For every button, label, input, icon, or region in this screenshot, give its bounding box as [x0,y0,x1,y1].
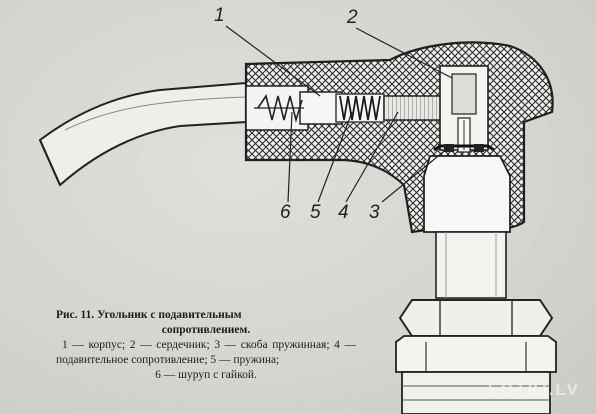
ignition-cable [38,81,247,187]
callout-1: 1 [214,5,225,26]
suppression-resistor [383,95,445,121]
callout-leaders [225,25,453,203]
watermark: FOTKI.LV [487,380,580,399]
caption-legend: 1 — корпус; 2 — сердечник; 3 — скоба пру… [56,338,356,383]
spark-plug [395,155,557,414]
callout-4: 4 [338,202,349,223]
callout-5: 5 [310,202,321,223]
spring [335,93,385,123]
screw-with-nut [254,91,343,125]
caption-legend-main: 1 — корпус; 2 — сердечник; 3 — скоба пру… [56,339,356,366]
figure-caption: Рис. 11. Угольник с подавительным сопрот… [56,308,356,383]
caption-title-line1: Рис. 11. Угольник с подавительным [56,309,242,321]
caption-legend-last: 6 — шуруп с гайкой. [155,369,257,381]
callout-6: 6 [280,202,291,223]
caption-title-line2: сопротивлением. [161,324,251,336]
spring-clip [433,144,495,152]
caption-title: Рис. 11. Угольник с подавительным сопрот… [56,308,356,338]
callout-2: 2 [347,7,358,28]
callout-3: 3 [369,202,380,223]
core-insert [439,65,489,153]
